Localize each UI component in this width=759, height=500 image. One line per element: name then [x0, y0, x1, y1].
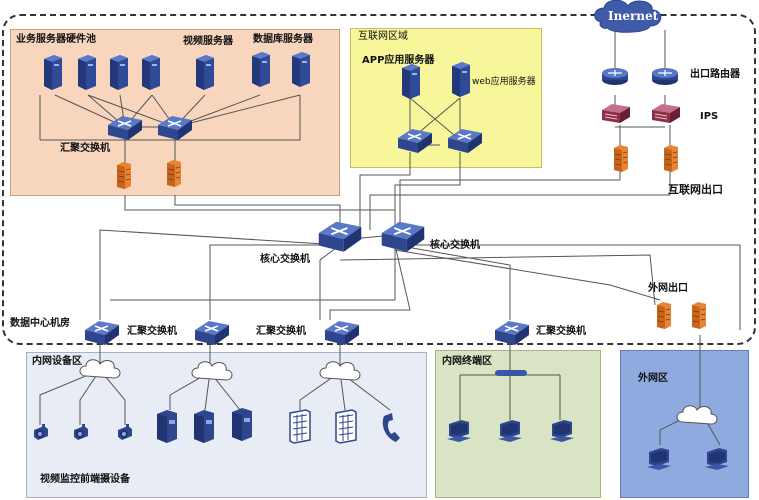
external-zone — [620, 350, 749, 498]
agg-switch-icon-1 — [84, 320, 120, 346]
internet-zone-label: 互联网区域 — [358, 31, 408, 42]
internet-cloud-label: Inernet — [608, 9, 659, 23]
agg-switch-2-label: 汇聚交换机 — [256, 326, 306, 337]
internet-exit-label: 互联网出口 — [668, 183, 723, 196]
intranet-cloud-icon-2 — [191, 361, 233, 381]
agg-switch-icon-3 — [324, 320, 360, 346]
internet-zone — [350, 28, 542, 168]
web-server-icon — [452, 62, 470, 97]
ips-icon-2 — [651, 103, 681, 124]
core-switch-icon-left — [317, 220, 363, 253]
internet-cloud-icon — [594, 0, 662, 33]
video-servers-label: 视频服务器 — [183, 36, 233, 47]
agg-switch-3-label: 汇聚交换机 — [536, 326, 586, 337]
db-servers-label: 数据库服务器 — [253, 34, 313, 45]
terminal-pc-icon-2 — [498, 420, 522, 442]
exit-router-label: 出口路由器 — [690, 69, 740, 80]
internet-switch-icon-2 — [447, 128, 483, 154]
dvr-icon-2 — [194, 410, 214, 443]
firewall-icon-external-1 — [656, 301, 672, 330]
agg-switch-1-label: 汇聚交换机 — [127, 326, 177, 337]
web-servers-label: web应用服务器 — [472, 77, 536, 87]
external-pc-icon-1 — [647, 448, 671, 470]
exit-router-icon-1 — [601, 67, 629, 86]
db-server-icon-2 — [292, 52, 310, 87]
app-servers-label: APP应用服务器 — [362, 55, 435, 66]
exit-router-icon-2 — [651, 67, 679, 86]
terminal-pc-icon-3 — [550, 420, 574, 442]
business-server-icon-1 — [44, 55, 62, 90]
video-server-icon — [196, 55, 214, 90]
firewall-icon-external-2 — [691, 301, 707, 330]
external-cloud-icon — [676, 405, 718, 425]
access-panel-icon-2 — [335, 409, 357, 444]
agg-switch-icon-2 — [194, 320, 230, 346]
ips-icon-1 — [601, 103, 631, 124]
access-panel-icon-1 — [289, 409, 311, 444]
internet-switch-icon-1 — [397, 128, 433, 154]
firewall-icon-exit-2 — [663, 144, 679, 173]
external-pc-icon-2 — [705, 448, 729, 470]
ips-label: IPS — [700, 111, 719, 122]
agg-switch-top-label: 汇聚交换机 — [60, 143, 110, 154]
business-pool-label: 业务服务器硬件池 — [16, 34, 96, 45]
terminal-pc-icon-1 — [447, 420, 471, 442]
dvr-icon-1 — [157, 410, 177, 443]
video-frontend-label: 视频监控前端摄设备 — [40, 474, 130, 485]
business-server-icon-2 — [78, 55, 96, 90]
external-exit-label: 外网出口 — [648, 283, 688, 294]
agg-switch-icon-top-1 — [107, 115, 143, 141]
datacenter-boundary — [2, 14, 756, 345]
firewall-icon-top-2 — [166, 159, 182, 188]
business-server-icon-3 — [110, 55, 128, 90]
agg-switch-icon-top-2 — [157, 115, 193, 141]
dvr-icon-3 — [232, 408, 252, 441]
datacenter-room-label: 数据中心机房 — [10, 318, 70, 329]
app-server-icon — [402, 64, 420, 99]
business-server-icon-4 — [142, 55, 160, 90]
camera-icon-3 — [118, 424, 132, 440]
core-switch-right-label: 核心交换机 — [430, 240, 480, 251]
terminal-hub-icon — [495, 370, 527, 376]
core-switch-icon-right — [380, 220, 426, 253]
intranet-device-zone-label: 内网设备区 — [32, 356, 82, 367]
firewall-icon-exit-1 — [613, 144, 629, 173]
intranet-terminal-zone-label: 内网终端区 — [442, 356, 492, 367]
phone-icon — [382, 413, 400, 442]
db-server-icon-1 — [252, 52, 270, 87]
camera-icon-2 — [74, 424, 88, 440]
external-zone-label: 外网区 — [638, 373, 668, 384]
agg-switch-icon-4 — [494, 320, 530, 346]
core-switch-left-label: 核心交换机 — [260, 254, 310, 265]
firewall-icon-top-1 — [116, 161, 132, 190]
camera-icon-1 — [34, 424, 48, 440]
